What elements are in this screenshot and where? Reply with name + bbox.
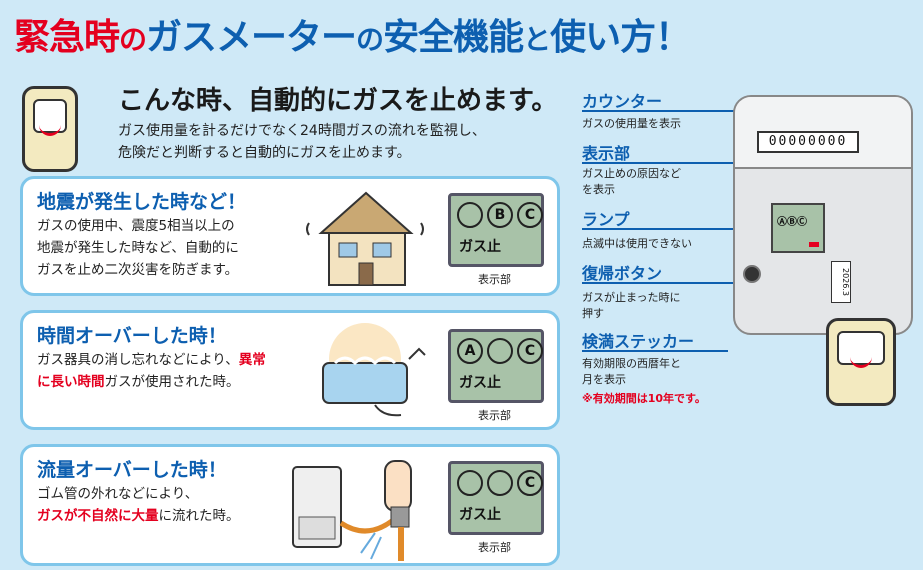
display-circle: C [517,338,543,364]
case-line: ガスが不自然に大量に流れた時。 [37,508,240,524]
meter-display: ⒶⒷⒸ [771,203,825,253]
gas-stop-label: ガス止 [459,507,501,523]
display-caption: 表示部 [478,273,511,286]
intro-line-1: ガス使用量を計るだけでなく24時間ガスの流れを監視し、 [118,123,486,139]
house-illustration [306,191,424,286]
meter-part-desc: 点滅中は使用できない [582,237,692,250]
mascot-mouth [850,355,872,368]
meter-part-label: 検満ステッカー [582,332,695,351]
leader-line [582,228,802,230]
gas-stop-label: ガス止 [459,375,501,391]
case-line: ゴム管の外れなどにより、 [37,486,199,502]
meter-display-abc: ⒶⒷⒸ [777,217,807,228]
display-panel: B C ガス止 [448,193,544,267]
case-title: 時間オーバーした時！ [37,325,227,347]
meter-part-desc: ガス止めの原因など を表示 [582,167,681,196]
heater-hose-illustration [292,460,412,561]
title-part-1: 緊急時 [14,17,120,58]
case-line: ガスの使用中、震度5相当以上の [37,218,235,234]
display-circle: C [517,470,543,496]
inspection-sticker: 2026.3 [831,261,851,303]
reset-button [743,265,761,283]
case-line: 地震が発生した時など、自動的に [37,240,239,256]
meter-part-label: ランプ [582,210,630,229]
title-part-5: 安全機能 [383,17,524,58]
gas-meter-illustration: 00000000 ⒶⒷⒸ 2026.3 [733,95,913,335]
meter-part-label: 復帰ボタン [582,264,663,283]
case-card-flow-over: 流量オーバーした時！ ゴム管の外れなどにより、 ガスが不自然に大量に流れた時。 … [20,444,560,566]
meter-part-desc: 有効期限の西暦年と 月を表示 [582,357,681,386]
display-panel: A C ガス止 [448,329,544,403]
intro-line-2: 危険だと判断すると自動的にガスを止めます。 [118,145,411,161]
mascot-mouth [39,123,61,136]
leader-line [582,162,772,164]
title-part-6: と [523,23,551,56]
mascot-top-left [22,86,78,172]
leader-line [582,110,752,112]
title-part-3: ガスメーター [146,17,357,58]
sub-heading: こんな時、自動的にガスを止めます。 [118,86,558,116]
display-circle: B [487,202,513,228]
display-circle: A [457,338,483,364]
display-caption: 表示部 [478,409,511,422]
meter-part-desc: ガスの使用量を表示 [582,117,681,130]
page-title: 緊急時のガスメーターの安全機能と使い方！ [14,8,691,60]
leader-line [582,282,742,284]
case-text: ガスの使用中、震度5相当以上の 地震が発生した時など、自動的に ガスを止め二次災… [37,215,239,281]
display-panel: C ガス止 [448,461,544,535]
case-line: ガス器具の消し忘れなどにより、異常 [37,352,266,368]
case-text: ガス器具の消し忘れなどにより、異常 に長い時間ガスが使用された時。 [37,349,266,393]
case-card-earthquake: 地震が発生した時など！ ガスの使用中、震度5相当以上の 地震が発生した時など、自… [20,176,560,296]
validity-note: ※有効期間は10年です。 [582,392,706,405]
title-part-2: の [119,23,147,56]
case-line: に長い時間ガスが使用された時。 [37,374,240,390]
case-title: 流量オーバーした時！ [37,459,227,481]
mascot-bottom-right [826,318,896,406]
case-card-time-over: 時間オーバーした時！ ガス器具の消し忘れなどにより、異常 に長い時間ガスが使用さ… [20,310,560,430]
display-circle [487,338,513,364]
meter-counter: 00000000 [757,131,859,153]
display-circle [457,202,483,228]
bathtub-illustration [322,323,426,417]
display-circle [457,470,483,496]
meter-part-desc: ガスが止まった時に 押す [582,291,681,320]
case-title: 地震が発生した時など！ [37,191,247,213]
title-part-7: 使い方！ [550,17,691,58]
gas-stop-label: ガス止 [459,239,501,255]
display-circle [487,470,513,496]
case-text: ゴム管の外れなどにより、 ガスが不自然に大量に流れた時。 [37,483,240,527]
display-caption: 表示部 [478,541,511,554]
intro-text: ガス使用量を計るだけでなく24時間ガスの流れを監視し、 危険だと判断すると自動的… [118,120,486,164]
meter-part-label: カウンター [582,92,663,111]
meter-part-label: 表示部 [582,144,631,163]
display-circle: C [517,202,543,228]
case-line: ガスを止め二次災害を防ぎます。 [37,262,239,278]
title-part-4: の [356,23,384,56]
meter-lamp [809,242,819,247]
leader-line [582,350,728,352]
